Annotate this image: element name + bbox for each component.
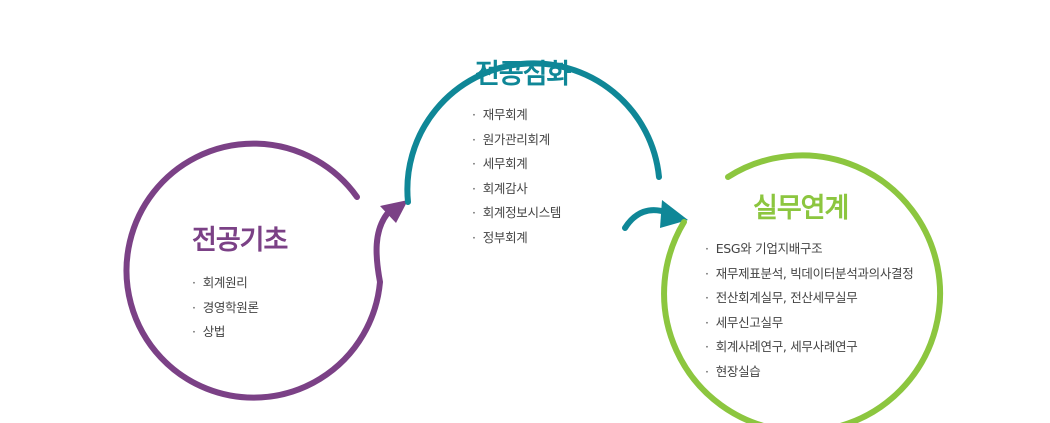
foundation-ring (123, 140, 390, 401)
stage-foundation: 전공기초 회계원리 경영학원론 상법 (192, 218, 288, 345)
stage-practice: 실무연계 ESG와 기업지배구조 재무제표분석, 빅데이터분석과의사결정 전산회… (705, 186, 914, 385)
course-item: 회계원리 (192, 271, 287, 296)
course-item: 회계감사 (472, 177, 570, 202)
course-item: 경영학원론 (192, 296, 287, 321)
stage-advanced: 전공심화 재무회계 원가관리회계 세무회계 회계감사 회계정보시스템 정부회계 (472, 52, 571, 250)
stage-advanced-title: 전공심화 (475, 59, 571, 90)
course-item: 정부회계 (472, 226, 570, 251)
course-item: 전산회계실무, 전산세무실무 (705, 286, 913, 311)
course-item: 재무제표분석, 빅데이터분석과의사결정 (705, 262, 914, 287)
stage-practice-title: 실무연계 (753, 193, 849, 224)
stage-foundation-courses: 회계원리 경영학원론 상법 (192, 271, 287, 345)
course-item: 세무신고실무 (705, 311, 913, 336)
stage-advanced-courses: 재무회계 원가관리회계 세무회계 회계감사 회계정보시스템 정부회계 (472, 103, 570, 250)
foundation-arrowhead (380, 200, 408, 223)
course-item: 현장실습 (705, 360, 913, 385)
advanced-arrowhead (660, 200, 688, 228)
course-item: 회계정보시스템 (472, 201, 570, 226)
course-item: ESG와 기업지배구조 (705, 237, 913, 262)
course-item: 재무회계 (472, 103, 570, 128)
practice-ring (661, 152, 943, 423)
stage-foundation-title: 전공기초 (192, 225, 288, 256)
course-item: 상법 (192, 320, 287, 345)
stage-practice-courses: ESG와 기업지배구조 재무제표분석, 빅데이터분석과의사결정 전산회계실무, … (705, 237, 914, 385)
advanced-ring (404, 60, 662, 205)
course-item: 세무회계 (472, 152, 570, 177)
course-item: 원가관리회계 (472, 128, 570, 153)
course-item: 회계사례연구, 세무사례연구 (705, 335, 913, 360)
